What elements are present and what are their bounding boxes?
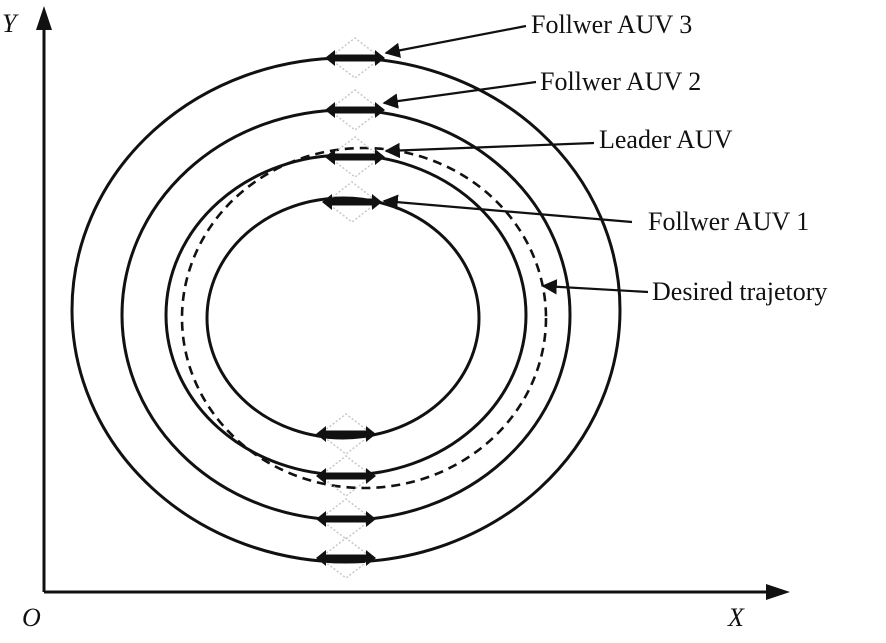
orbit-follower-2 xyxy=(120,108,572,522)
auv-follower-2-bottom xyxy=(316,498,376,540)
x-axis-label: X xyxy=(727,603,745,632)
auv-follower-2-top xyxy=(325,89,385,131)
auv-follower-1-bottom xyxy=(316,413,376,455)
label-follower-2: Follwer AUV 2 xyxy=(540,67,701,96)
label-leader: Leader AUV xyxy=(599,125,733,154)
pointer-follower-2 xyxy=(382,80,537,109)
label-follower-3: Follwer AUV 3 xyxy=(531,10,692,39)
orbit-desired-trajectory xyxy=(180,146,548,490)
orbit-follower-3 xyxy=(70,56,622,564)
y-axis-arrow-icon xyxy=(36,6,52,30)
pointer-desired-trajectory xyxy=(541,279,649,295)
x-axis-arrow-icon xyxy=(766,584,790,600)
orbit-follower-1 xyxy=(205,196,481,440)
origin-label: O xyxy=(22,603,41,632)
y-axis-label: Y xyxy=(2,9,19,38)
pointer-follower-3 xyxy=(384,24,527,58)
auv-follower-3-top xyxy=(325,37,385,79)
auv-follower-3-bottom xyxy=(316,537,376,579)
auv-leader-top xyxy=(325,136,385,178)
label-desired-trajectory: Desired trajetory xyxy=(652,277,827,306)
pointer-follower-1 xyxy=(382,194,633,224)
pointer-leader xyxy=(384,141,595,159)
auv-follower-1-top xyxy=(322,181,382,223)
label-follower-1: Follwer AUV 1 xyxy=(648,207,809,236)
auv-leader-bottom xyxy=(316,455,376,497)
